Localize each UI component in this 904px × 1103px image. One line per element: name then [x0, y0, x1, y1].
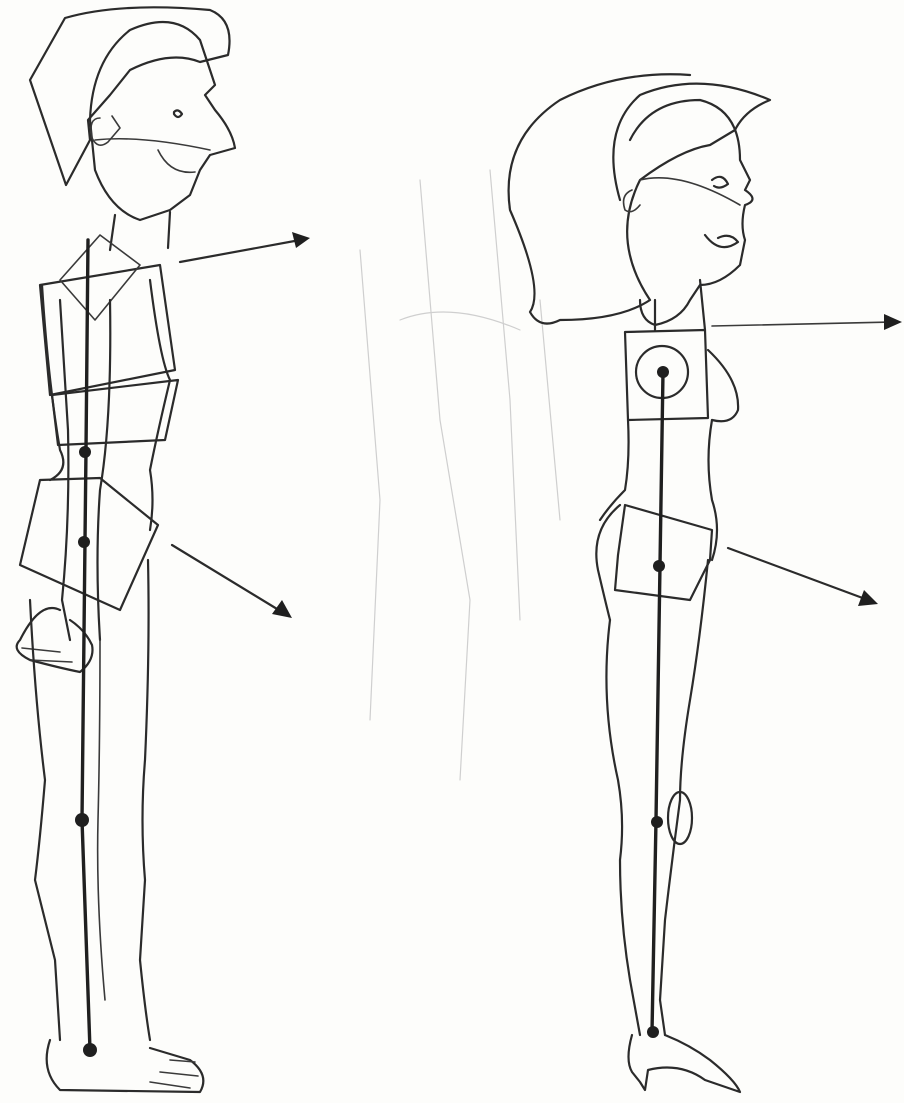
male-joint-knee [75, 813, 89, 827]
female-joint-knee [651, 816, 663, 828]
female-pelvis-arrow [728, 548, 878, 606]
male-ear [91, 116, 120, 145]
female-pelvis-box [615, 505, 712, 600]
female-hair-fringe [640, 178, 740, 205]
female-eye [712, 177, 728, 188]
male-joint-waist [79, 446, 91, 458]
male-head [90, 22, 235, 220]
male-chest-box [40, 265, 175, 395]
female-chest-arrow [712, 314, 902, 330]
female-joint-hip [653, 560, 665, 572]
female-joint-ankle [647, 1026, 659, 1038]
male-smile [158, 150, 195, 172]
female-balance-line [652, 372, 663, 1032]
female-head [630, 100, 753, 325]
male-joint-hip [78, 536, 90, 548]
male-hand [17, 608, 93, 672]
male-joint-ankle [83, 1043, 97, 1057]
female-high-heel [629, 1035, 741, 1092]
female-torso-front [709, 420, 718, 560]
male-neck [110, 212, 170, 250]
female-figure [509, 74, 902, 1092]
male-toes [150, 1060, 198, 1088]
female-leg-back [606, 620, 640, 1035]
male-figure [17, 7, 310, 1092]
male-chest-arrow [180, 232, 310, 262]
male-jaw-line [95, 139, 210, 150]
male-foot [47, 1040, 204, 1092]
male-collar-diamond [60, 235, 140, 320]
male-eye [174, 110, 182, 117]
male-leg-front [140, 560, 150, 1040]
female-joint-shoulder [657, 366, 669, 378]
male-fingers [22, 648, 72, 662]
male-leg-inner [98, 640, 105, 1000]
male-pelvis-arrow [172, 545, 292, 618]
female-leg-front [660, 560, 708, 1035]
female-bust [708, 350, 738, 421]
male-hair [30, 7, 230, 185]
male-balance-line [82, 240, 90, 1050]
female-mouth [705, 235, 738, 247]
